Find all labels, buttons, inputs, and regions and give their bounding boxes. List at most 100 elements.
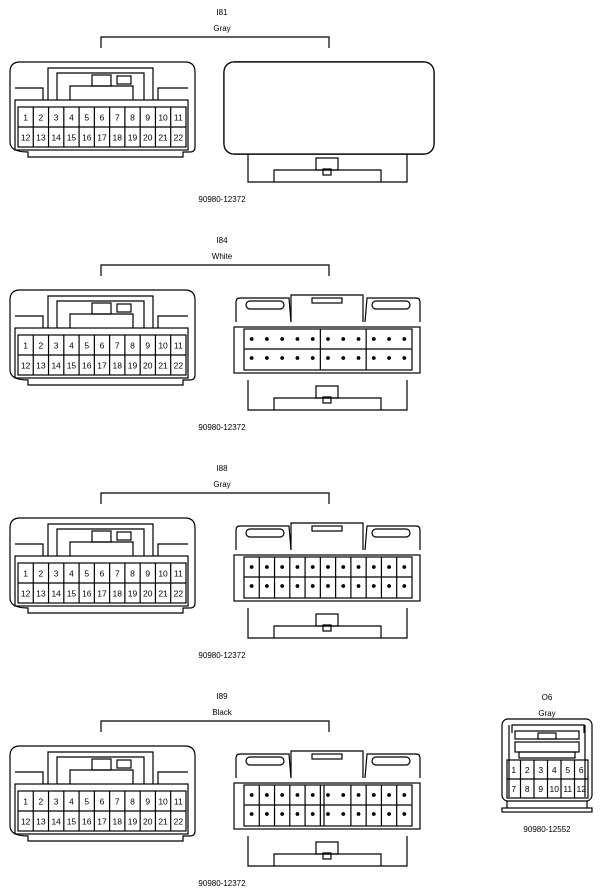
pin-dot xyxy=(249,584,254,588)
pin-number: 21 xyxy=(158,133,168,143)
pin-number: 7 xyxy=(115,113,120,123)
pin-dot xyxy=(371,337,376,341)
pin-dot xyxy=(310,337,315,341)
pin-number: 1 xyxy=(511,765,516,775)
pin-number: 4 xyxy=(69,797,74,807)
pin-number: 13 xyxy=(36,361,46,371)
pin-dot xyxy=(295,565,300,569)
pin-dot xyxy=(326,793,330,797)
harness-side-connector xyxy=(233,294,421,411)
pin-dot xyxy=(341,337,346,341)
pin-number: 11 xyxy=(174,797,183,807)
pin-number: 17 xyxy=(97,133,107,143)
pin-number: 13 xyxy=(36,133,46,143)
pin-dot xyxy=(295,356,300,360)
pin-dot xyxy=(295,584,300,588)
pin-number: 7 xyxy=(115,341,120,351)
pin-dot xyxy=(265,356,269,360)
pin-number: 19 xyxy=(128,133,138,143)
pin-dot xyxy=(249,337,254,341)
pin-dot xyxy=(402,812,407,816)
pin-dot xyxy=(356,793,361,797)
connector-pair-bracket xyxy=(100,36,330,48)
pin-number: 14 xyxy=(51,589,61,599)
pin-number: 21 xyxy=(158,361,168,371)
pin-number: 19 xyxy=(128,589,138,599)
pin-dot xyxy=(310,356,315,360)
pin-dot xyxy=(341,584,346,588)
pin-dot xyxy=(265,337,269,341)
pin-number: 5 xyxy=(84,113,89,123)
pin-dot xyxy=(356,812,361,816)
pin-dot xyxy=(387,565,391,569)
pin-number: 6 xyxy=(579,765,584,775)
pin-number: 10 xyxy=(158,341,168,351)
pin-number: 6 xyxy=(100,797,105,807)
pin-number: 12 xyxy=(21,133,31,143)
pin-number: 4 xyxy=(552,765,557,775)
pin-dot xyxy=(326,584,330,588)
pin-dot xyxy=(280,337,285,341)
pin-number: 14 xyxy=(51,361,61,371)
connector-group: I84White11221331441551661771881992010211… xyxy=(9,236,421,432)
pin-number: 15 xyxy=(67,361,77,371)
part-number-label: 90980-12552 xyxy=(523,825,571,834)
pin-dot xyxy=(249,812,254,816)
pin-number: 9 xyxy=(538,784,543,794)
connector-color-label: Black xyxy=(212,708,233,717)
pin-dot xyxy=(356,356,361,360)
pin-number: 2 xyxy=(525,765,530,775)
pin-dot xyxy=(280,584,285,588)
connector-group: I89Black11221331441551661771881992010211… xyxy=(9,692,421,888)
connector-id-label: I89 xyxy=(216,692,228,701)
pin-dot xyxy=(265,793,269,797)
pin-dot xyxy=(341,356,346,360)
pin-number: 1 xyxy=(23,341,28,351)
pin-number: 3 xyxy=(54,341,59,351)
pin-number: 10 xyxy=(550,784,560,794)
pin-dot xyxy=(387,337,391,341)
pin-number: 20 xyxy=(143,133,153,143)
pin-dot xyxy=(310,793,315,797)
connector-id-label: I84 xyxy=(216,236,228,245)
pin-number: 9 xyxy=(145,113,150,123)
pin-number: 10 xyxy=(158,569,168,579)
pin-number: 16 xyxy=(82,133,92,143)
pin-number: 8 xyxy=(130,797,135,807)
pin-dot xyxy=(356,584,361,588)
pin-number: 22 xyxy=(174,817,184,827)
connector-color-label: White xyxy=(212,252,233,261)
pin-number: 17 xyxy=(97,361,107,371)
pin-dot xyxy=(371,812,376,816)
pin-number: 9 xyxy=(145,569,150,579)
harness-side-connector xyxy=(233,750,421,867)
pin-number: 19 xyxy=(128,361,138,371)
pin-number: 8 xyxy=(130,113,135,123)
pin-number: 8 xyxy=(130,341,135,351)
pin-dot xyxy=(402,356,407,360)
pin-number: 14 xyxy=(51,817,61,827)
pin-number: 20 xyxy=(143,817,153,827)
pin-dot xyxy=(249,565,254,569)
pin-number: 15 xyxy=(67,817,77,827)
pin-number: 9 xyxy=(145,341,150,351)
pin-dot xyxy=(280,793,285,797)
pin-number: 10 xyxy=(158,113,168,123)
part-number-label: 90980-12372 xyxy=(198,195,246,204)
part-number-label: 90980-12372 xyxy=(198,423,246,432)
pin-dot xyxy=(295,793,300,797)
pin-number: 3 xyxy=(54,797,59,807)
connector-pair-bracket xyxy=(100,720,330,732)
pin-number: 1 xyxy=(23,797,28,807)
pin-dot xyxy=(371,793,376,797)
pin-number: 21 xyxy=(158,817,168,827)
pin-dot xyxy=(341,565,346,569)
pin-number: 12 xyxy=(21,361,31,371)
pin-dot xyxy=(402,584,407,588)
pin-number: 2 xyxy=(39,569,44,579)
pin-dot xyxy=(387,793,391,797)
